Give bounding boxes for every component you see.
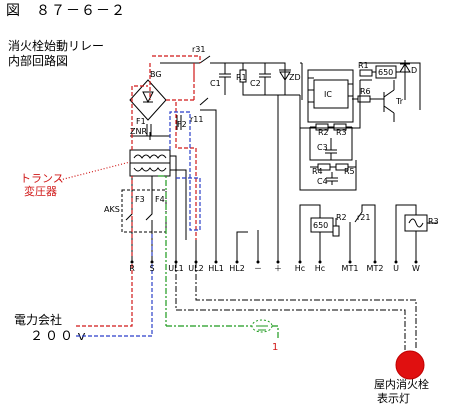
- label-c2: C2: [250, 79, 261, 88]
- c2-capacitor: [259, 63, 271, 95]
- zd-zener: [279, 69, 291, 95]
- terminal-mt1: MT1: [342, 264, 359, 273]
- c3-capacitor: [325, 138, 337, 160]
- label-r1: R1: [236, 73, 247, 82]
- f2-fuse: [176, 115, 182, 130]
- terminal-r: R: [129, 264, 135, 273]
- supply-label-line2: ２００ｖ: [30, 329, 91, 344]
- label-r2-bottom: R2: [336, 213, 347, 222]
- f1-fuse: [146, 124, 152, 136]
- c1-capacitor: [219, 63, 231, 95]
- terminal-mt2: MT2: [367, 264, 384, 273]
- label-r5: R5: [344, 167, 355, 176]
- label-tr: Tr: [395, 97, 404, 106]
- terminal-plus: ＋: [274, 264, 282, 273]
- green-wire: [158, 175, 279, 340]
- label-r21: r21: [357, 213, 370, 222]
- r1-relay-resistor: [359, 69, 373, 77]
- label-r3-bottom: R3: [428, 217, 439, 226]
- znr: [130, 132, 170, 140]
- terminal-u: U: [393, 264, 399, 273]
- terminal-hc-2: Hc: [315, 264, 325, 273]
- transformer-label-line2: 変圧器: [24, 185, 57, 198]
- title-line1: 消火栓始動リレー: [8, 39, 105, 53]
- r31-contact: [199, 55, 211, 64]
- label-r3-ic: R3: [336, 128, 347, 137]
- hl2-bus: [236, 231, 248, 240]
- label-znr: ZNR: [130, 127, 147, 136]
- label-f4: F4: [155, 195, 165, 204]
- label-r1-relay: R1: [358, 61, 369, 70]
- c4-capacitor: [326, 172, 338, 185]
- label-r6: R6: [360, 87, 371, 96]
- label-650-bottom: 650: [313, 221, 328, 230]
- tr-transistor: [383, 80, 395, 122]
- ic-chip: [313, 79, 349, 109]
- f4-fuse: [145, 196, 153, 232]
- red-wire: [76, 63, 197, 327]
- f3-fuse: [125, 196, 133, 232]
- label-r2-ic: R2: [318, 128, 329, 137]
- blue-wire: [76, 111, 201, 337]
- label-aks: AKS: [104, 205, 120, 214]
- label-r11: r11: [190, 115, 203, 124]
- lamp-label-line1: 屋内消火栓: [374, 378, 429, 391]
- label-c4: C4: [317, 177, 328, 186]
- figure-number: 図 ８７－６－２: [6, 3, 126, 19]
- transformer-pointer: [59, 161, 131, 181]
- label-r4: R4: [312, 167, 323, 176]
- label-c1: C1: [210, 79, 221, 88]
- label-bg: BG: [150, 70, 162, 79]
- label-d: D: [411, 66, 417, 75]
- label-f3: F3: [135, 195, 145, 204]
- terminal-ul2: UL2: [188, 264, 203, 273]
- terminal-s: S: [149, 264, 154, 273]
- terminal-minus: －: [254, 264, 262, 273]
- label-ic: IC: [324, 90, 332, 99]
- label-c3: C3: [317, 143, 328, 152]
- r11-contact: [199, 97, 209, 106]
- sine-icon: [408, 218, 424, 228]
- lamp-label-line2: 表示灯: [377, 392, 410, 405]
- label-650-top: 650: [378, 68, 393, 77]
- label-zd: ZD: [289, 73, 301, 82]
- terminal-hl1: HL1: [208, 264, 224, 273]
- label-f2: F2: [177, 120, 187, 129]
- supply-label-line1: 電力会社: [14, 313, 63, 327]
- aks-box: [121, 189, 167, 233]
- r2-bottom-resistor: [332, 225, 340, 237]
- lamp-icon: [395, 350, 425, 380]
- r21-contact: [349, 204, 376, 240]
- transformer-label-line1: トランス: [20, 172, 64, 185]
- relay-650-bottom: [310, 217, 334, 233]
- ground-mark: 1: [272, 342, 278, 353]
- terminal-w: W: [412, 264, 420, 273]
- title-line2: 内部回路図: [8, 54, 69, 68]
- label-f1: F1: [136, 117, 146, 126]
- terminal-ul1: UL1: [168, 264, 183, 273]
- label-r31: r31: [192, 45, 205, 54]
- bg-bridge: [129, 79, 167, 121]
- terminal-hl2: HL2: [229, 264, 245, 273]
- d-diode: [399, 60, 411, 100]
- terminal-hc-1: Hc: [295, 264, 305, 273]
